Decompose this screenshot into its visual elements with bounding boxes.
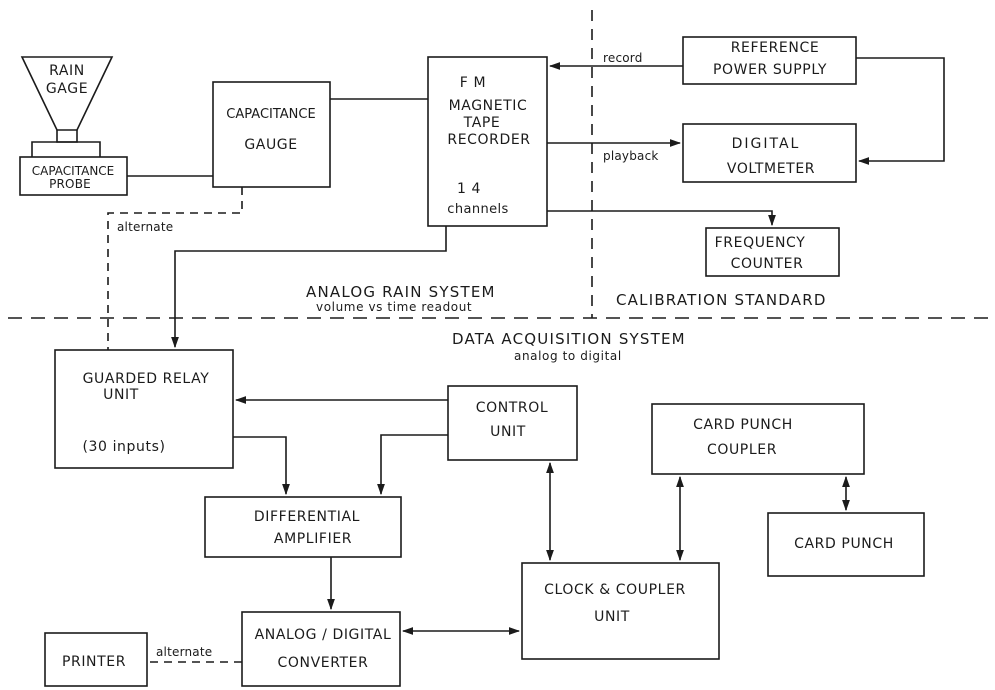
adc-box xyxy=(241,611,401,687)
rain-gage-stem xyxy=(56,130,78,143)
alternate-gauge-label: alternate xyxy=(117,220,174,234)
recorder-line-4: RECORDER xyxy=(447,132,531,148)
control-unit-box xyxy=(447,385,578,461)
reference-supply-label-2: POWER SUPPLY xyxy=(712,62,828,78)
guarded-relay-label-2: UNIT xyxy=(103,387,139,403)
capacitance-gauge-label-1: CAPACITANCE xyxy=(226,107,316,122)
card-coupler-label-1: CARD PUNCH xyxy=(693,417,793,433)
capacitance-gauge-box xyxy=(212,81,331,188)
voltmeter-label-1: DIGITAL xyxy=(731,136,801,152)
daq-system-title: DATA ACQUISITION SYSTEM xyxy=(452,330,686,348)
recorder-line-6: channels xyxy=(447,202,509,217)
control-unit-label-2: UNIT xyxy=(490,424,526,440)
alternate-printer-label: alternate xyxy=(156,645,213,659)
guarded-relay-box xyxy=(54,349,234,469)
diff-amp-label-1: DIFFERENTIAL xyxy=(253,509,361,525)
frequency-counter-label-1: FREQUENCY xyxy=(714,235,806,251)
printer-label: PRINTER xyxy=(61,654,127,670)
calibration-title: CALIBRATION STANDARD xyxy=(616,291,827,309)
line-recorder-counter xyxy=(547,210,776,227)
card-punch-label: CARD PUNCH xyxy=(794,536,894,552)
diff-amp-box xyxy=(204,496,402,558)
analog-system-title: ANALOG RAIN SYSTEM xyxy=(306,283,496,301)
probe-label-1: CAPACITANCE xyxy=(31,164,115,178)
tape-recorder-box xyxy=(427,56,548,227)
daq-system-subtitle: analog to digital xyxy=(514,349,622,363)
clock-coupler-box xyxy=(521,562,720,660)
card-coupler-label-2: COUPLER xyxy=(706,442,778,458)
recorder-line-5: 1 4 xyxy=(456,181,482,197)
recorder-line-1: F M xyxy=(459,75,487,91)
line-control-diffamp xyxy=(377,434,448,496)
recorder-line-3: TAPE xyxy=(463,115,501,131)
printer-box xyxy=(44,632,148,687)
analog-system-subtitle: volume vs time readout xyxy=(316,300,473,314)
playback-label: playback xyxy=(603,149,659,163)
control-unit-label-1: CONTROL xyxy=(475,400,549,416)
clock-coupler-label-1: CLOCK & COUPLER xyxy=(544,582,686,598)
guarded-relay-label-3: (30 inputs) xyxy=(82,439,166,455)
guarded-relay-label-1: GUARDED RELAY xyxy=(82,371,210,387)
diff-amp-label-2: AMPLIFIER xyxy=(273,531,353,547)
rain-gage-base xyxy=(31,141,101,157)
line-gauge-alternate-relay xyxy=(107,187,243,350)
line-recorder-relay xyxy=(171,226,447,349)
line-supply-voltmeter xyxy=(856,57,945,165)
rain-gage-label-2: GAGE xyxy=(45,81,89,97)
rain-gage-label-1: RAIN xyxy=(49,63,85,79)
voltmeter-label-2: VOLTMETER xyxy=(726,161,816,177)
line-relay-diffamp xyxy=(233,436,290,496)
adc-label-1: ANALOG / DIGITAL xyxy=(254,627,392,643)
capacitance-gauge-label-2: GAUGE xyxy=(244,137,298,153)
adc-label-2: CONVERTER xyxy=(277,655,369,671)
reference-supply-box xyxy=(682,36,857,85)
clock-coupler-label-2: UNIT xyxy=(594,609,630,625)
frequency-counter-label-2: COUNTER xyxy=(730,256,804,272)
card-coupler-box xyxy=(651,403,865,475)
probe-label-2: PROBE xyxy=(49,177,91,191)
card-punch-box xyxy=(767,512,925,577)
voltmeter-box xyxy=(682,123,857,183)
record-label: record xyxy=(603,51,643,65)
frequency-counter-box xyxy=(705,227,840,277)
reference-supply-label-1: REFERENCE xyxy=(730,40,820,56)
recorder-line-2: MAGNETIC xyxy=(448,98,528,114)
